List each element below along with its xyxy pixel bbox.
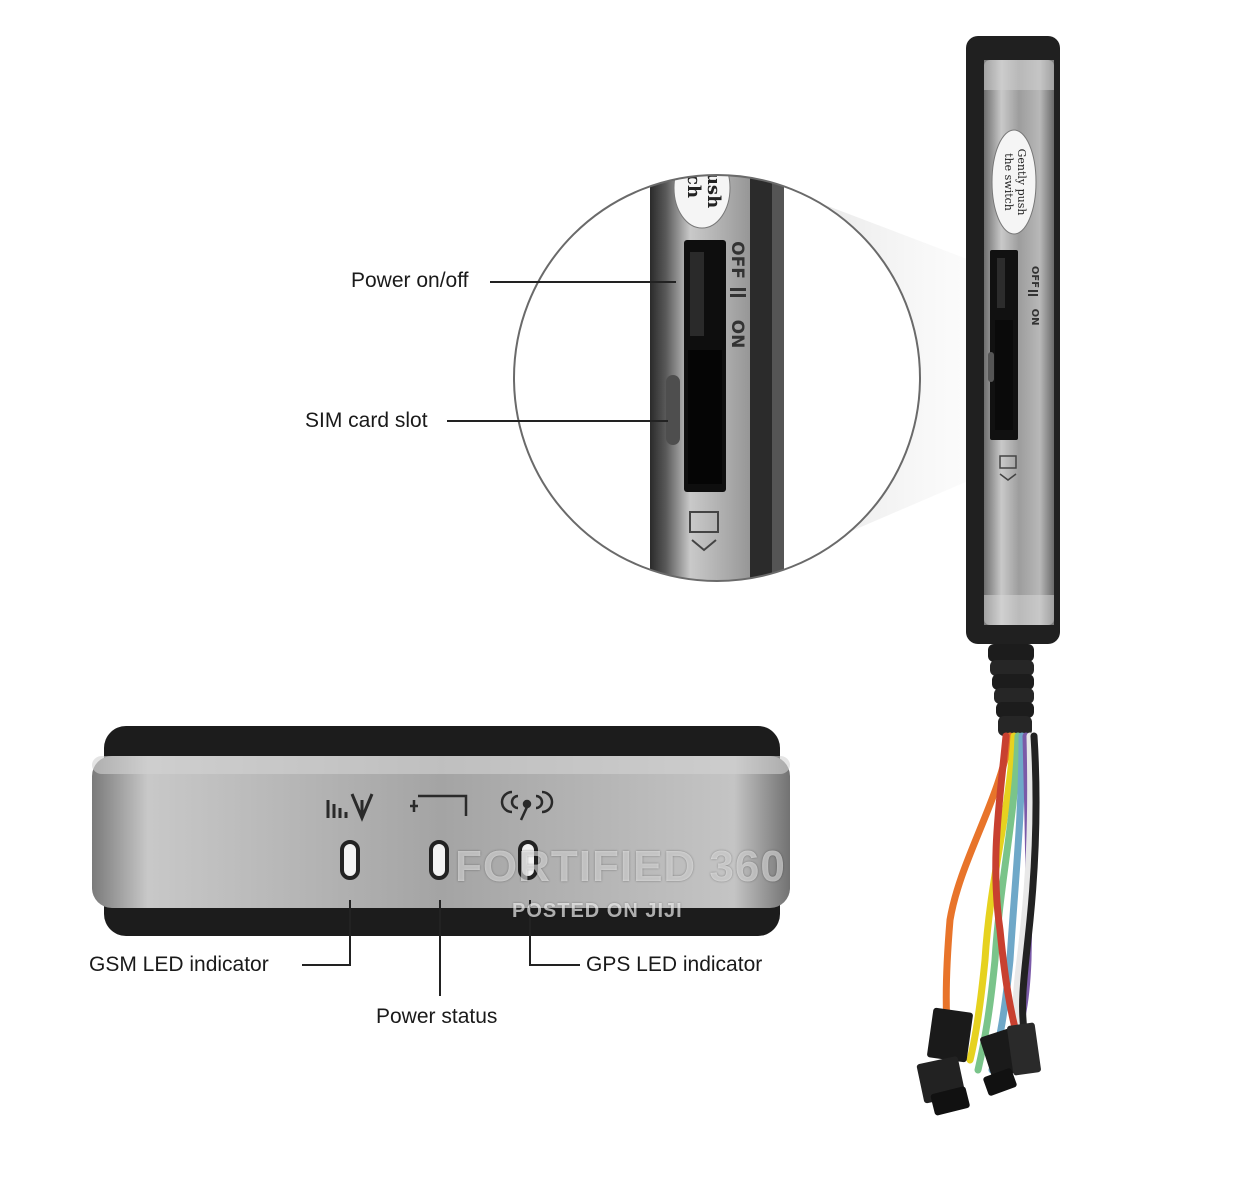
battery-icon — [410, 794, 468, 816]
zoom-push-fragment-1: ush — [703, 172, 724, 208]
callout-gps-led: GPS LED indicator — [586, 953, 763, 976]
callout-gsm-led: GSM LED indicator — [89, 953, 269, 976]
callout-power-onoff: Power on/off — [351, 269, 469, 292]
tracker-side-view: Gently push the switch OFF ON — [966, 36, 1060, 736]
gps-led — [518, 840, 538, 880]
sim-card-icon — [999, 455, 1017, 469]
gsm-led — [340, 840, 360, 880]
push-label-line1: Gently push — [1015, 149, 1028, 216]
gps-satellite-icon — [500, 790, 554, 821]
switch-off-small: OFF — [1029, 266, 1040, 288]
wire-connectors — [916, 1007, 1041, 1116]
power-led — [429, 840, 449, 880]
sim-card-icon-zoom — [689, 511, 719, 533]
tracker-front-view — [92, 726, 790, 936]
callout-power-status: Power status — [376, 1005, 498, 1028]
callout-lines-bottom — [302, 900, 580, 996]
watermark-sub: POSTED ON JIJI — [512, 900, 683, 922]
switch-off-zoom: OFF — [727, 241, 747, 279]
switch-on-zoom: ON — [727, 320, 747, 349]
watermark-main: FORTIFIED 360 — [455, 842, 786, 891]
callout-lines-top — [447, 281, 676, 422]
zoom-magnifier: ush ch OFF ON — [513, 172, 921, 582]
gsm-signal-icon — [326, 793, 374, 822]
push-label-line2: the switch — [1002, 153, 1015, 211]
zoom-push-fragment-2: ch — [683, 174, 704, 198]
switch-on-small: ON — [1029, 309, 1040, 326]
callout-sim-slot: SIM card slot — [305, 409, 428, 432]
